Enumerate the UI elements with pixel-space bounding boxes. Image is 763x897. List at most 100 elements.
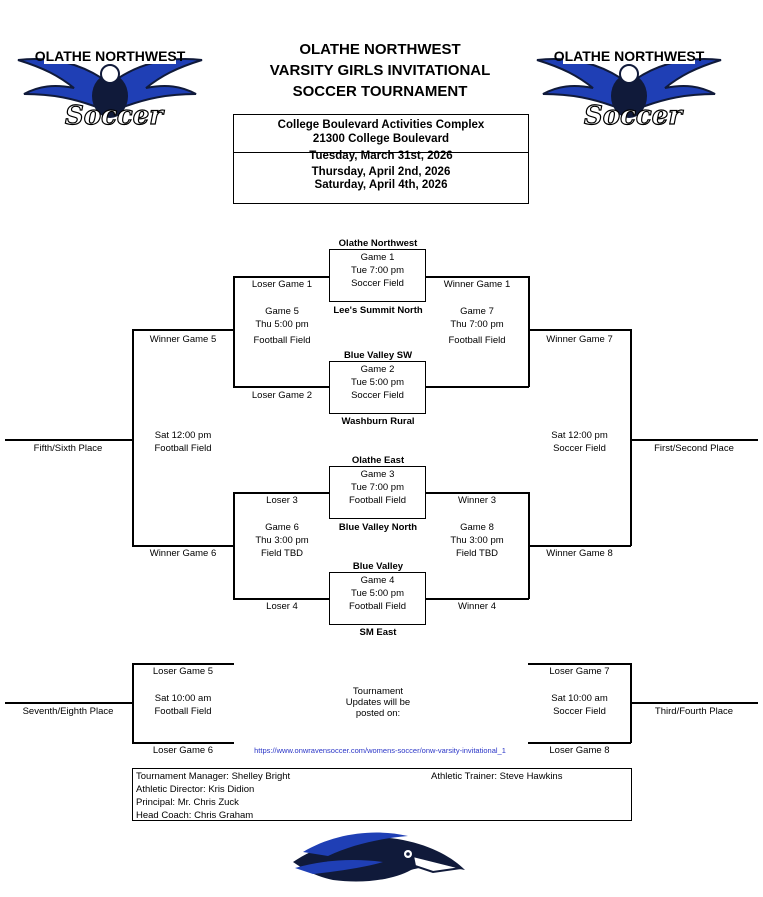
game-4-box: Game 4 Tue 5:00 pm Football Field (329, 572, 426, 625)
game-time: Tue 5:00 pm (351, 377, 404, 388)
title-line: SOCCER TOURNAMENT (292, 83, 468, 100)
game-time: Tue 7:00 pm (351, 265, 404, 276)
game-label: Game 6 (265, 522, 299, 533)
game-time: Thu 5:00 pm (255, 319, 309, 330)
venue-date: Thursday, April 2nd, 2026 (311, 166, 451, 178)
game-time: Sat 12:00 pm (154, 430, 212, 441)
first-second-game-info: Sat 12:00 pm Soccer Field (529, 429, 630, 455)
slot-loser-game-5: Loser Game 5 (152, 666, 214, 677)
slot-loser-4: Loser 4 (266, 601, 298, 612)
game-time: Thu 3:00 pm (450, 535, 504, 546)
game-6-info: Game 6 Thu 3:00 pm Field TBD (234, 521, 330, 560)
game-label: Game 2 (360, 364, 395, 375)
game-field: Football Field (348, 601, 407, 612)
team-blue-valley-north: Blue Valley North (338, 522, 418, 533)
game-5-info: Game 5 Thu 5:00 pm Football Field (234, 305, 330, 347)
athletic-trainer: Athletic Trainer: Steve Hawkins (431, 771, 563, 782)
logo-script: Soccer (65, 101, 165, 130)
game-field: Field TBD (260, 548, 304, 559)
game-time: Sat 10:00 am (551, 693, 608, 704)
game-3-box: Game 3 Tue 7:00 pm Football Field (329, 466, 426, 519)
updates-line: Updates will be (345, 697, 411, 708)
team-washburn-rural: Washburn Rural (341, 416, 415, 427)
page-title: OLATHE NORTHWEST VARSITY GIRLS INVITATIO… (230, 40, 530, 103)
head-coach: Head Coach: Chris Graham (136, 810, 254, 821)
slot-loser-game-7: Loser Game 7 (549, 666, 610, 677)
venue-address: 21300 College Boulevard (312, 133, 450, 145)
game-field: Soccer Field (553, 706, 606, 717)
logo-text: OLATHE NORTHWEST (35, 48, 186, 64)
slot-loser-game-8: Loser Game 8 (549, 745, 610, 756)
tournament-manager: Tournament Manager: Shelley Bright (136, 771, 291, 782)
venue-date: Tuesday, March 31st, 2026 (309, 150, 453, 162)
venue-box: College Boulevard Activities Complex 213… (233, 114, 529, 204)
game-label: Game 5 (265, 306, 299, 317)
principal: Principal: Mr. Chris Zuck (136, 797, 239, 808)
game-field: Soccer Field (351, 390, 404, 401)
slot-winner-game-1: Winner Game 1 (443, 279, 511, 290)
game-8-info: Game 8 Thu 3:00 pm Field TBD (426, 521, 528, 560)
team-blue-valley-sw: Blue Valley SW (343, 350, 413, 361)
team-blue-valley: Blue Valley (352, 561, 404, 572)
game-field: Football Field (448, 335, 506, 346)
team-lees-summit-north: Lee's Summit North (333, 305, 423, 316)
place-seventh-eighth: Seventh/Eighth Place (22, 706, 114, 717)
game-field: Field TBD (455, 548, 499, 559)
game-field: Football Field (253, 335, 311, 346)
slot-winner-game-8: Winner Game 8 (546, 548, 613, 559)
slot-loser-game-1: Loser Game 1 (251, 279, 313, 290)
slot-winner-4: Winner 4 (457, 601, 496, 612)
game-label: Game 4 (360, 575, 395, 586)
raven-soccer-logo-left: OLATHE NORTHWEST Soccer (14, 44, 206, 132)
updates-link[interactable]: https://www.onwravensoccer.com/womens-so… (254, 746, 506, 755)
venue-date: Saturday, April 4th, 2026 (314, 179, 448, 191)
game-label: Game 1 (360, 252, 395, 263)
logo-text: OLATHE NORTHWEST (554, 48, 705, 64)
venue-name: College Boulevard Activities Complex (277, 119, 485, 131)
game-label: Game 8 (460, 522, 494, 533)
game-7-info: Game 7 Thu 7:00 pm Football Field (426, 305, 528, 347)
updates-line: posted on: (355, 708, 401, 719)
slot-winner-game-7: Winner Game 7 (546, 334, 613, 345)
game-field: Soccer Field (553, 443, 606, 454)
slot-loser-game-2: Loser Game 2 (251, 390, 313, 401)
game-field: Football Field (154, 443, 212, 454)
game-label: Game 3 (360, 469, 395, 480)
fifth-sixth-game-info: Sat 12:00 pm Football Field (133, 429, 233, 455)
team-olathe-northwest: Olathe Northwest (338, 238, 418, 249)
venue-divider (234, 152, 528, 153)
athletic-director: Athletic Director: Kris Didion (136, 784, 255, 795)
seventh-eighth-game-info: Sat 10:00 am Football Field (133, 692, 233, 718)
game-label: Game 7 (460, 306, 494, 317)
logo-script: Soccer (584, 101, 684, 130)
game-field: Football Field (154, 706, 212, 717)
slot-loser-3: Loser 3 (266, 495, 298, 506)
game-time: Thu 7:00 pm (450, 319, 504, 330)
game-field: Soccer Field (351, 278, 404, 289)
third-fourth-game-info: Sat 10:00 am Soccer Field (529, 692, 630, 718)
game-2-box: Game 2 Tue 5:00 pm Soccer Field (329, 361, 426, 414)
title-line: OLATHE NORTHWEST (299, 41, 461, 58)
slot-loser-game-6: Loser Game 6 (152, 745, 214, 756)
place-fifth-sixth: Fifth/Sixth Place (33, 443, 103, 454)
game-time: Tue 7:00 pm (351, 482, 404, 493)
game-time: Sat 12:00 pm (551, 430, 608, 441)
slot-winner-3: Winner 3 (457, 495, 496, 506)
slot-winner-game-6: Winner Game 6 (149, 548, 217, 559)
game-time: Thu 3:00 pm (255, 535, 309, 546)
slot-winner-game-5: Winner Game 5 (149, 334, 217, 345)
raven-head-icon (283, 822, 469, 892)
game-field: Football Field (348, 495, 407, 506)
game-time: Tue 5:00 pm (351, 588, 404, 599)
staff-box: Tournament Manager: Shelley Bright Athle… (132, 768, 632, 821)
updates-line: Tournament (352, 686, 404, 697)
place-first-second: First/Second Place (654, 443, 734, 454)
updates-note: Tournament Updates will be posted on: (300, 686, 456, 719)
team-sm-east: SM East (359, 627, 397, 638)
title-line: VARSITY GIRLS INVITATIONAL (269, 62, 491, 79)
game-1-box: Game 1 Tue 7:00 pm Soccer Field (329, 249, 426, 302)
game-time: Sat 10:00 am (154, 693, 212, 704)
raven-soccer-logo-right: OLATHE NORTHWEST Soccer (533, 44, 725, 132)
place-third-fourth: Third/Fourth Place (654, 706, 734, 717)
team-olathe-east: Olathe East (351, 455, 405, 466)
